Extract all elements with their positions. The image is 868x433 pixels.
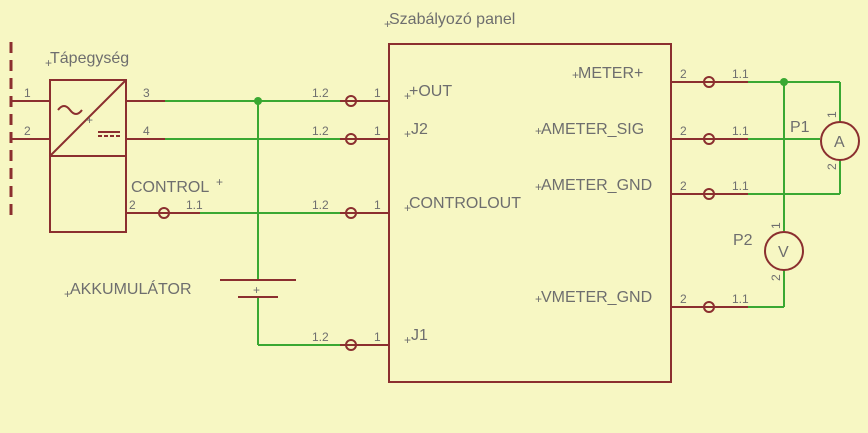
panel-right-connectors — [671, 76, 748, 313]
cross-meter: + — [572, 68, 579, 82]
control-terminal — [158, 207, 170, 219]
ammeter-icon — [820, 121, 860, 161]
left-conn-pin-a-2: 1.2 — [312, 124, 329, 138]
voltmeter-pin-1: 1 — [769, 222, 783, 229]
panel-pin-meter-plus: METER+ — [578, 65, 643, 82]
junctions — [254, 78, 788, 105]
power-supply — [12, 79, 165, 233]
battery — [220, 279, 296, 298]
panel-pin-j2: J2 — [411, 121, 428, 138]
right-conn-pin-b-3: 1.1 — [732, 179, 749, 193]
panel-pin-ameter-gnd: AMETER_GND — [541, 177, 652, 194]
cross-ameter-gnd: + — [535, 180, 542, 194]
battery-plus: + — [253, 283, 260, 297]
battery-cross: + — [64, 287, 71, 301]
panel-pin-out: +OUT — [409, 83, 452, 100]
right-conn-pin-a-1: 2 — [680, 67, 687, 81]
ps-pin-3: 3 — [143, 86, 150, 100]
cross-j1: + — [404, 333, 411, 347]
left-conn-pin-a-1: 1.2 — [312, 86, 329, 100]
ammeter-name: P1 — [790, 119, 810, 136]
left-conn-pin-a-3: 1.2 — [312, 198, 329, 212]
right-conn-pin-a-4: 2 — [680, 292, 687, 306]
ps-pin-1: 1 — [24, 86, 31, 100]
left-conn-pin-b-2: 1 — [374, 124, 381, 138]
control-label: CONTROL — [131, 179, 209, 196]
right-conn-pin-a-3: 2 — [680, 179, 687, 193]
right-conn-pin-a-2: 2 — [680, 124, 687, 138]
right-conn-pin-b-1: 1.1 — [732, 67, 749, 81]
cross-vmeter-gnd: + — [535, 292, 542, 306]
control-pin-left: 2 — [129, 198, 136, 212]
cross-out: + — [404, 89, 411, 103]
voltmeter-name: P2 — [733, 232, 753, 249]
ammeter-pin-1: 1 — [825, 111, 839, 118]
power-supply-name: Tápegység — [50, 50, 129, 67]
cross-ps: + — [45, 56, 52, 70]
control-cross: + — [216, 175, 223, 189]
voltmeter-icon — [764, 231, 804, 271]
battery-label: AKKUMULÁTOR — [70, 279, 192, 298]
panel-pin-ameter-sig: AMETER_SIG — [541, 121, 644, 138]
left-conn-pin-b-4: 1 — [374, 330, 381, 344]
panel-cross: + — [384, 17, 391, 31]
panel-pin-vmeter-gnd: VMETER_GND — [541, 289, 652, 306]
cross-j2: + — [404, 127, 411, 141]
ps-pin-4: 4 — [143, 124, 150, 138]
cross-controlout: + — [404, 201, 411, 215]
right-conn-pin-b-2: 1.1 — [732, 124, 749, 138]
power-supply-plus: + — [86, 113, 93, 127]
wires — [165, 81, 841, 346]
voltmeter-pin-2: 2 — [769, 274, 783, 281]
control-pin-right: 1.1 — [186, 198, 203, 212]
panel-pin-controlout: CONTROLOUT — [409, 195, 521, 212]
left-conn-pin-a-4: 1.2 — [312, 330, 329, 344]
panel-left-connectors — [340, 95, 389, 351]
ammeter-symbol: A — [834, 134, 845, 151]
panel-pin-j1: J1 — [411, 327, 428, 344]
right-conn-pin-b-4: 1.1 — [732, 292, 749, 306]
panel-title: Szabályozó panel — [389, 11, 515, 28]
ammeter-pin-2: 2 — [825, 163, 839, 170]
ps-pin-2: 2 — [24, 124, 31, 138]
voltmeter-symbol: V — [778, 244, 789, 261]
cross-ameter-sig: + — [535, 124, 542, 138]
left-conn-pin-b-1: 1 — [374, 86, 381, 100]
left-conn-pin-b-3: 1 — [374, 198, 381, 212]
